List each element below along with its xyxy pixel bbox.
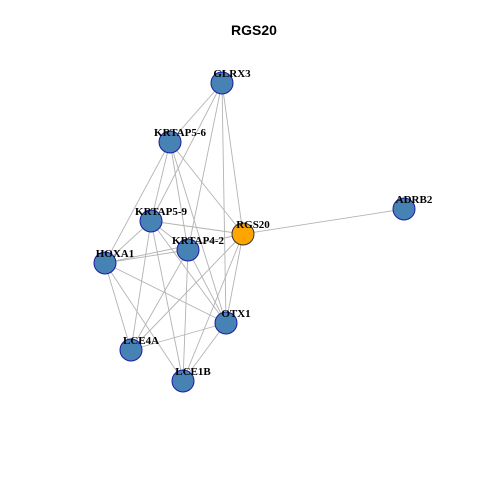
node-lce1b — [171, 369, 195, 393]
node-label-glrx3: GLRX3 — [213, 68, 251, 80]
edge-krtap5-9-lce4a — [130, 220, 152, 351]
node-krtap4-2 — [176, 238, 200, 262]
node-label-krtap5-6: KRTAP5-6 — [154, 127, 206, 139]
edge-krtap4-2-otx1 — [187, 249, 227, 324]
edge-otx1-lce1b — [182, 322, 227, 382]
edge-rgs20-lce1b — [182, 233, 244, 382]
node-krtap5-9 — [139, 209, 163, 233]
node-label-lce4a: LCE4A — [123, 335, 159, 347]
edge-krtap5-6-hoxa1 — [104, 141, 171, 264]
node-label-lce1b: LCE1B — [175, 366, 211, 378]
edge-hoxa1-otx1 — [104, 262, 227, 324]
edge-krtap5-9-otx1 — [150, 220, 227, 324]
nodes-layer — [93, 71, 416, 393]
node-krtap5-6 — [158, 130, 182, 154]
edge-rgs20-glrx3 — [221, 82, 244, 235]
edge-glrx3-otx1 — [221, 82, 227, 324]
edge-hoxa1-lce4a — [104, 262, 132, 351]
edge-hoxa1-lce1b — [104, 262, 184, 382]
edge-rgs20-adrb2 — [242, 208, 405, 235]
edges-layer — [104, 82, 405, 382]
node-hoxa1 — [93, 251, 117, 275]
edge-rgs20-krtap5-9 — [150, 220, 244, 235]
node-adrb2 — [392, 197, 416, 221]
node-glrx3 — [210, 71, 234, 95]
node-label-otx1: OTX1 — [221, 308, 250, 320]
edge-glrx3-krtap5-9 — [150, 82, 223, 222]
node-label-krtap4-2: KRTAP4-2 — [172, 235, 224, 247]
edge-krtap4-2-hoxa1 — [104, 249, 189, 264]
graph-title: RGS20 — [231, 22, 277, 38]
edge-krtap5-6-otx1 — [169, 141, 227, 324]
edge-rgs20-hoxa1 — [104, 233, 244, 264]
edge-krtap4-2-lce1b — [182, 249, 189, 382]
node-label-adrb2: ADRB2 — [396, 194, 433, 206]
edge-glrx3-krtap5-6 — [169, 82, 223, 143]
edge-otx1-lce4a — [130, 322, 227, 351]
node-label-rgs20: RGS20 — [236, 219, 270, 231]
node-rgs20 — [231, 222, 255, 246]
edge-krtap5-9-lce1b — [150, 220, 184, 382]
edge-glrx3-krtap4-2 — [187, 82, 223, 251]
edge-krtap5-6-krtap4-2 — [169, 141, 189, 251]
edge-rgs20-krtap5-6 — [169, 141, 244, 235]
node-lce4a — [119, 338, 143, 362]
node-label-krtap5-9: KRTAP5-9 — [135, 206, 187, 218]
edge-krtap4-2-lce4a — [130, 249, 189, 351]
edge-krtap5-6-krtap5-9 — [150, 141, 171, 222]
node-label-hoxa1: HOXA1 — [96, 248, 135, 260]
edge-rgs20-otx1 — [225, 233, 244, 324]
node-otx1 — [214, 311, 238, 335]
